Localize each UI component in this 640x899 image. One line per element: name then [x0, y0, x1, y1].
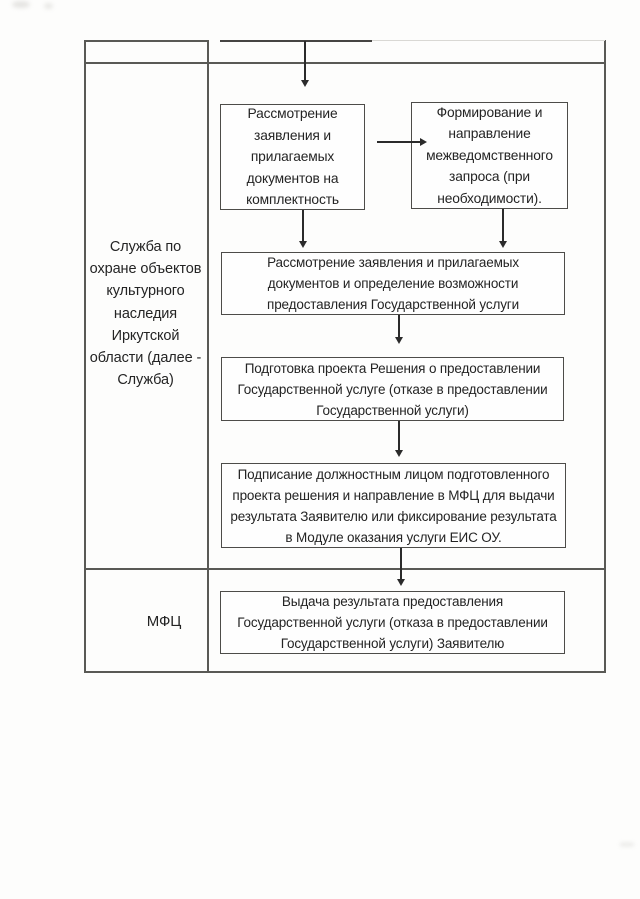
lane-label-service: Служба по охране объектов культурного на… [89, 239, 202, 389]
arrow-down-to-signing [394, 421, 404, 457]
arrow-down-to-issue [396, 548, 406, 586]
table-border-right [604, 40, 606, 673]
flow-step-review-possibility: Рассмотрение заявления и прилагаемых док… [221, 252, 565, 315]
arrow-down-review-left [298, 210, 308, 248]
cropped-box-bottom-edge [220, 40, 372, 42]
arrow-right-to-request [377, 137, 427, 147]
lane-label-mfc: МФЦ [146, 613, 182, 630]
table-border-bottom [84, 671, 605, 673]
arrow-down-entry [300, 41, 310, 87]
table-border-top-right [372, 40, 605, 41]
flow-step-interagency-request: Формирование и направление межведомствен… [411, 102, 568, 209]
table-border-top-left-cell [84, 40, 209, 42]
arrow-down-to-draft [394, 315, 404, 344]
flow-step-issue-result: Выдача результата предоставления Государ… [220, 591, 565, 654]
flow-step-draft-decision: Подготовка проекта Решения о предоставле… [221, 357, 564, 421]
table-row-divider-mfc [84, 568, 605, 570]
flow-step-signing-and-sending: Подписание должностным лицом подготовлен… [221, 463, 566, 548]
flow-step-review-completeness: Рассмотрение заявления и прилагаемых док… [220, 104, 365, 210]
table-border-left [84, 40, 86, 673]
scan-artifact [12, 1, 30, 8]
scan-artifact [620, 843, 634, 846]
table-column-divider [207, 40, 209, 673]
table-row-divider-top [84, 62, 605, 64]
scan-artifact [44, 3, 53, 9]
arrow-down-review-right [498, 209, 508, 248]
